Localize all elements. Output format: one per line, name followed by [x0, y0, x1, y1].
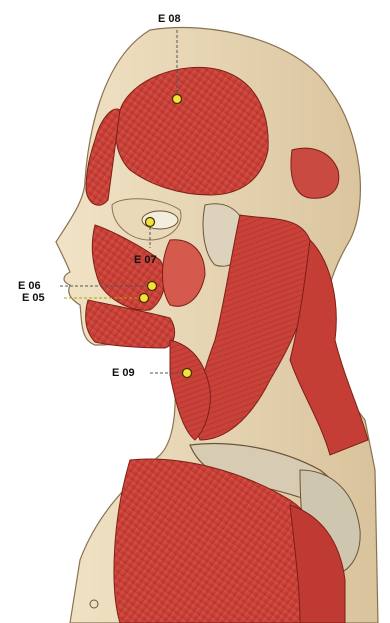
- point-e06-marker[interactable]: [148, 282, 157, 291]
- point-e08-label: E 08: [158, 13, 181, 25]
- point-e09-label: E 09: [112, 367, 135, 379]
- point-e05-label: E 05: [22, 292, 45, 304]
- point-e05-marker[interactable]: [140, 294, 149, 303]
- temporal-muscle: [116, 67, 268, 195]
- point-e08-marker[interactable]: [173, 95, 182, 104]
- point-e06-label: E 06: [18, 280, 41, 292]
- point-e09-marker[interactable]: [183, 369, 192, 378]
- point-e07-label: E 07: [134, 254, 157, 266]
- point-e07-marker[interactable]: [146, 218, 155, 227]
